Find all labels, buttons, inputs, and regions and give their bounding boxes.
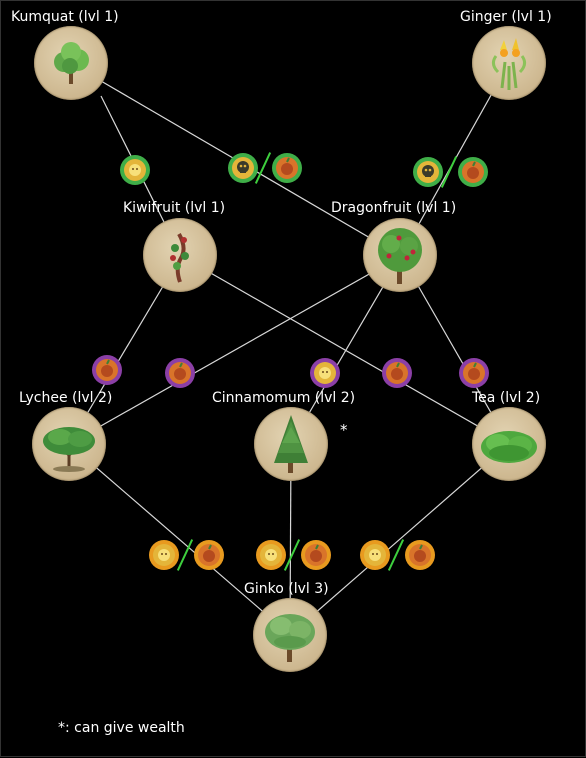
- fruit-icon: [165, 358, 195, 388]
- kiwifruit-label: Kiwifruit (lvl 1): [123, 200, 226, 216]
- link-tea-ginko: [289, 443, 510, 636]
- bush-tree-icon: [43, 427, 95, 472]
- fruit-icon: [382, 358, 412, 388]
- tier2-badge-sun[interactable]: [309, 357, 341, 389]
- tier3-badge-fruit-c[interactable]: [404, 539, 436, 571]
- skull-icon: [228, 153, 258, 183]
- kumquat-node[interactable]: [34, 26, 108, 100]
- ginko-tree-icon: [265, 614, 315, 662]
- ginger-label: Ginger (lvl 1): [460, 9, 552, 25]
- tier2-badge-fruit-b[interactable]: [164, 357, 196, 389]
- skull-icon: [413, 157, 443, 187]
- tier1-badge-kiwifruit[interactable]: [119, 154, 151, 186]
- lychee-node[interactable]: [32, 407, 106, 481]
- tier2-badge-fruit-c[interactable]: [381, 357, 413, 389]
- kiwifruit-node[interactable]: [143, 218, 217, 292]
- tier2-badge-fruit-d[interactable]: [458, 357, 490, 389]
- ginger-node[interactable]: [472, 26, 546, 100]
- tier1-badge-fruit-b[interactable]: [457, 156, 489, 188]
- kumquat-label: Kumquat (lvl 1): [11, 9, 119, 25]
- tier3-badge-sun-b[interactable]: [255, 539, 287, 571]
- link-dragonfruit-lychee: [68, 255, 402, 445]
- fruit-icon: [301, 540, 331, 570]
- tea-label: Tea (lvl 2): [472, 390, 541, 406]
- link-kiwifruit-tea: [180, 255, 510, 445]
- lychee-label: Lychee (lvl 2): [19, 390, 113, 406]
- tier3-badge-fruit-b[interactable]: [300, 539, 332, 571]
- cinnamomum-node[interactable]: [254, 407, 328, 481]
- tier1-badge-skull-a[interactable]: [227, 152, 259, 184]
- tier3-badge-sun-c[interactable]: [359, 539, 391, 571]
- flower-icon: [491, 38, 527, 90]
- ginko-label: Ginko (lvl 3): [244, 581, 329, 597]
- shrub-icon: [481, 431, 537, 463]
- fruit-icon: [194, 540, 224, 570]
- tier2-badge-fruit-a[interactable]: [91, 354, 123, 386]
- wealth-marker: *: [340, 421, 348, 439]
- sun-face-icon: [256, 540, 286, 570]
- fruit-icon: [459, 358, 489, 388]
- sun-face-icon: [149, 540, 179, 570]
- tier3-badge-fruit-a[interactable]: [193, 539, 225, 571]
- vine-icon: [170, 233, 189, 283]
- fruit-icon: [405, 540, 435, 570]
- conifer-icon: [274, 415, 308, 473]
- cinnamomum-label: Cinnamomum (lvl 2): [212, 390, 356, 406]
- tier1-badge-skull-b[interactable]: [412, 156, 444, 188]
- tree-icon: [54, 42, 89, 84]
- tea-node[interactable]: [472, 407, 546, 481]
- tier1-badge-fruit-a[interactable]: [271, 152, 303, 184]
- sun-face-icon: [360, 540, 390, 570]
- dragonfruit-label: Dragonfruit (lvl 1): [331, 200, 457, 216]
- fruit-icon: [272, 153, 302, 183]
- footnote: *: can give wealth: [58, 720, 185, 736]
- link-lychee-ginko: [68, 443, 291, 636]
- ginko-node[interactable]: [253, 598, 327, 672]
- sun-face-icon: [120, 155, 150, 185]
- tier3-badge-sun-a[interactable]: [148, 539, 180, 571]
- sun-face-icon: [310, 358, 340, 388]
- fruit-icon: [458, 157, 488, 187]
- dragonfruit-node[interactable]: [363, 218, 437, 292]
- fruit-icon: [92, 355, 122, 385]
- fruit-tree-icon: [378, 228, 422, 284]
